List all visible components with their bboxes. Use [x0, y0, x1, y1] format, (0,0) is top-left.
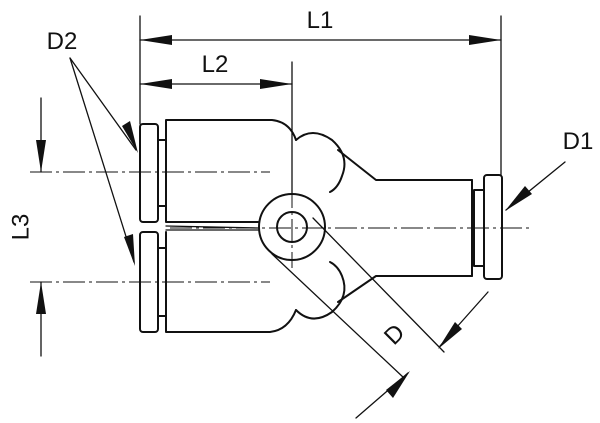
right-collar	[483, 174, 503, 280]
dimension-l3: L3	[7, 97, 46, 357]
l1-label: L1	[307, 7, 334, 34]
l3-arrow-bottom	[36, 282, 46, 314]
l3-label: L3	[7, 214, 34, 241]
d2-arrow-upper	[122, 121, 138, 153]
d1-label: D1	[563, 128, 594, 155]
dimension-l2: L2	[139, 51, 293, 89]
l2-arrow-left	[140, 79, 172, 89]
l1-arrow-left	[140, 35, 172, 45]
dimension-d2: D2	[47, 28, 138, 266]
dimension-d1: D1	[505, 128, 593, 211]
d-extension-lower	[271, 253, 405, 379]
d2-leader-upper	[69, 57, 137, 151]
upper-left-collar	[139, 123, 159, 223]
d2-leader-lower	[69, 57, 135, 263]
l2-arrow-right	[260, 79, 292, 89]
d-arrow-lower	[386, 371, 410, 398]
d2-arrow-lower	[124, 234, 135, 266]
l1-arrow-right	[469, 35, 501, 45]
upper-lobe	[295, 132, 346, 193]
extension-lines	[139, 15, 502, 195]
lower-lobe	[295, 261, 346, 320]
l3-arrow-top	[36, 140, 46, 172]
dimension-l1: L1	[139, 7, 502, 45]
d-label: D	[379, 319, 410, 350]
center-lines	[30, 171, 530, 283]
d-extension-upper	[312, 217, 445, 353]
upper-transition	[337, 149, 473, 181]
d2-label: D2	[47, 28, 78, 55]
l2-label: L2	[202, 51, 229, 78]
dimension-d: D	[271, 217, 489, 419]
d1-arrow	[505, 186, 532, 211]
lower-transition	[337, 275, 473, 303]
upper-arm	[165, 119, 297, 223]
d-arrow-upper	[438, 322, 462, 349]
upper-left-collet	[157, 139, 167, 207]
